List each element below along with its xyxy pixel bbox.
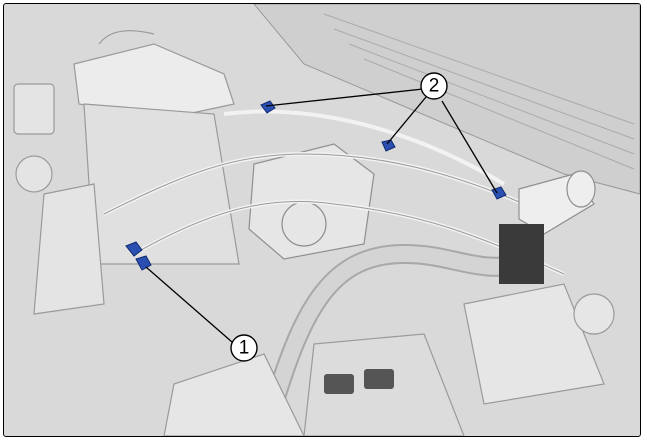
- callout-1: 1: [230, 334, 258, 362]
- radiator: [253, 4, 640, 195]
- left-components: [13, 83, 105, 315]
- callout-2-label: 2: [429, 76, 440, 97]
- callout-1-label: 1: [239, 338, 250, 359]
- callout-2: 2: [420, 72, 448, 100]
- lower-components: [163, 283, 615, 436]
- clip-1a: [125, 241, 143, 257]
- connectors: [324, 369, 394, 394]
- fuel-filter: [518, 170, 596, 235]
- coolant-reservoir: [73, 30, 240, 265]
- dark-bracket: [499, 224, 544, 284]
- hose: [264, 243, 526, 407]
- callout-lines: [145, 88, 498, 343]
- clip-1b: [135, 255, 152, 271]
- diagram-canvas: 2 1: [13, 4, 640, 436]
- engine-bay-illustration: 2 1: [3, 3, 641, 437]
- highlighted-clips: [125, 100, 507, 271]
- clip-2b: [381, 139, 396, 152]
- clip-2a: [260, 100, 276, 114]
